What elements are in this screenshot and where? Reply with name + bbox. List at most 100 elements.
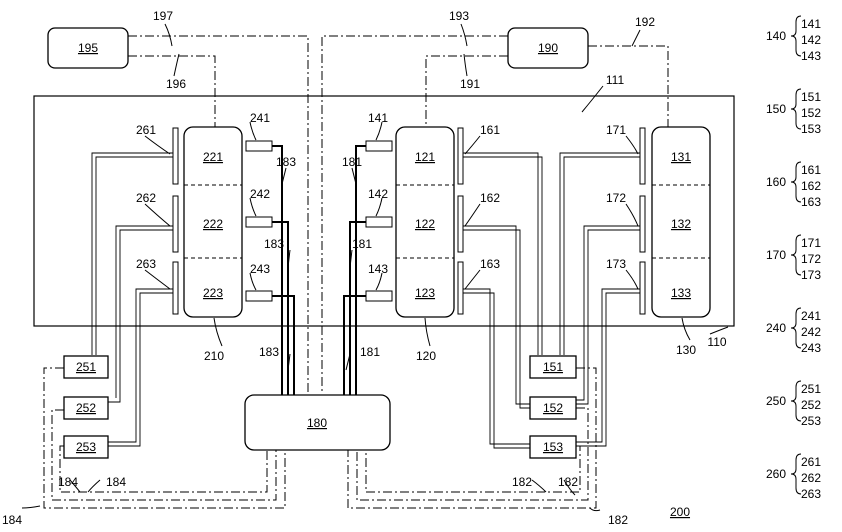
ref-171: 171	[606, 123, 626, 137]
plate-262	[173, 196, 178, 252]
ref-192: 192	[635, 15, 655, 29]
ref-163: 163	[480, 257, 500, 271]
legend-key-250: 250	[766, 394, 786, 408]
legend-item-142: 142	[801, 33, 821, 47]
sensor-141	[366, 141, 392, 151]
sensor-243	[246, 291, 272, 301]
legend-brace-250	[791, 381, 801, 421]
label-131: 131	[671, 150, 691, 164]
block-labels: 195 190 180 221 222 223 121 122 123 131 …	[76, 41, 691, 454]
ref-182-a: 182	[512, 475, 532, 489]
ref-183-b: 183	[264, 237, 284, 251]
label-132: 132	[671, 217, 691, 231]
plate-171	[640, 128, 645, 184]
ref-172: 172	[606, 191, 626, 205]
plate-162	[458, 196, 463, 252]
ref-242: 242	[250, 187, 270, 201]
ref-197: 197	[153, 9, 173, 23]
ref-182-b: 182	[558, 475, 578, 489]
plate-261	[173, 128, 178, 184]
legend-item-243: 243	[801, 341, 821, 355]
label-151: 151	[543, 360, 563, 374]
label-152: 152	[543, 401, 563, 415]
label-223: 223	[203, 286, 223, 300]
legend-item-171: 171	[801, 236, 821, 250]
label-252: 252	[76, 401, 96, 415]
label-123: 123	[415, 286, 435, 300]
legend-item-173: 173	[801, 268, 821, 282]
plate-163	[458, 262, 463, 314]
numeral-legend: 1401411421431501511521531601611621631701…	[766, 16, 821, 501]
legend-key-240: 240	[766, 321, 786, 335]
ref-111: 111	[606, 73, 625, 87]
sensor-143	[366, 291, 392, 301]
ref-184-b: 184	[106, 475, 126, 489]
legend-item-242: 242	[801, 325, 821, 339]
label-180: 180	[307, 416, 327, 430]
ref-181-a: 181	[342, 155, 362, 169]
ref-120: 120	[416, 349, 436, 363]
ref-183-a: 183	[276, 155, 296, 169]
ref-241: 241	[250, 111, 270, 125]
legend-item-141: 141	[801, 17, 821, 31]
label-251: 251	[76, 360, 96, 374]
ref-262: 262	[136, 191, 156, 205]
legend-item-261: 261	[801, 455, 821, 469]
ref-173: 173	[606, 257, 626, 271]
legend-brace-150	[791, 89, 801, 129]
legend-item-263: 263	[801, 487, 821, 501]
legend-item-151: 151	[801, 90, 821, 104]
ref-243: 243	[250, 262, 270, 276]
legend-item-172: 172	[801, 252, 821, 266]
label-190: 190	[538, 41, 558, 55]
ref-184-c: 184	[2, 513, 22, 527]
legend-item-262: 262	[801, 471, 821, 485]
ref-142: 142	[368, 187, 388, 201]
legend-brace-170	[791, 235, 801, 275]
ref-183-c: 183	[259, 345, 279, 359]
ref-143: 143	[368, 262, 388, 276]
legend-brace-240	[791, 308, 801, 348]
ref-193: 193	[449, 9, 469, 23]
label-153: 153	[543, 440, 563, 454]
legend-item-162: 162	[801, 179, 821, 193]
legend-item-163: 163	[801, 195, 821, 209]
ref-263: 263	[136, 257, 156, 271]
ref-181-c: 181	[360, 345, 380, 359]
legend-item-252: 252	[801, 398, 821, 412]
legend-brace-260	[791, 454, 801, 494]
ref-210: 210	[204, 349, 224, 363]
sensor-241	[246, 141, 272, 151]
legend-brace-140	[791, 16, 801, 56]
ref-130: 130	[676, 343, 696, 357]
legend-key-160: 160	[766, 175, 786, 189]
legend-item-153: 153	[801, 122, 821, 136]
sensor-142	[366, 217, 392, 227]
cables-183-181	[272, 146, 366, 395]
legend-item-241: 241	[801, 309, 821, 323]
legend-item-143: 143	[801, 49, 821, 63]
legend-item-152: 152	[801, 106, 821, 120]
ref-141: 141	[368, 111, 388, 125]
ref-110: 110	[707, 335, 726, 349]
label-195: 195	[78, 41, 98, 55]
legend-item-253: 253	[801, 414, 821, 428]
plate-263	[173, 262, 178, 314]
label-133: 133	[671, 286, 691, 300]
ref-261: 261	[136, 123, 156, 137]
label-221: 221	[203, 150, 223, 164]
legend-item-251: 251	[801, 382, 821, 396]
ref-184-a: 184	[58, 475, 78, 489]
ref-181-b: 181	[352, 237, 372, 251]
plate-173	[640, 262, 645, 314]
legend-key-140: 140	[766, 29, 786, 43]
plate-172	[640, 196, 645, 252]
ref-196: 196	[166, 77, 186, 91]
label-122: 122	[415, 217, 435, 231]
figure-number: 200	[670, 505, 690, 519]
legend-key-260: 260	[766, 467, 786, 481]
ref-191: 191	[460, 77, 480, 91]
label-121: 121	[415, 150, 435, 164]
legend-key-150: 150	[766, 102, 786, 116]
